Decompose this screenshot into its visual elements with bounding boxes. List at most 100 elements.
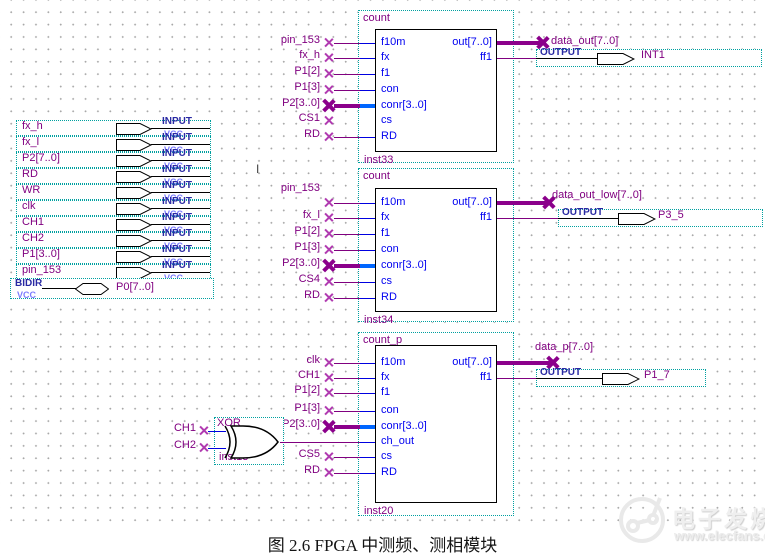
- net-label[interactable]: CH1: [173, 422, 196, 434]
- bus-net-label[interactable]: data_out_low[7..0]: [552, 189, 642, 201]
- net-label[interactable]: P1[3]: [294, 81, 320, 93]
- output-pin-symbol[interactable]: [597, 52, 636, 70]
- net-wire[interactable]: [334, 218, 360, 219]
- block-pin-stub[interactable]: [359, 411, 375, 412]
- input-pin-row[interactable]: [16, 120, 211, 136]
- net-label[interactable]: RD: [304, 128, 320, 140]
- input-pin-symbol[interactable]: [116, 250, 153, 268]
- block-pin-stub[interactable]: [359, 298, 375, 299]
- block-pin-stub[interactable]: [359, 104, 375, 108]
- block-pin-stub[interactable]: [359, 393, 375, 394]
- block-pin-stub[interactable]: [359, 473, 375, 474]
- stray-text-label[interactable]: I: [256, 162, 260, 176]
- block-pin-stub[interactable]: [359, 218, 375, 219]
- input-pin-row[interactable]: [16, 184, 211, 200]
- input-pin-row[interactable]: [16, 168, 211, 184]
- net-wire[interactable]: [334, 411, 360, 412]
- net-wire[interactable]: [334, 203, 360, 204]
- net-label[interactable]: pin_153: [280, 34, 320, 46]
- input-pin-symbol[interactable]: [116, 234, 153, 252]
- block-pin-stub[interactable]: [359, 442, 375, 443]
- net-wire[interactable]: [334, 363, 360, 364]
- block-body[interactable]: [375, 188, 497, 312]
- input-pin-wire[interactable]: [151, 128, 210, 129]
- net-wire[interactable]: [334, 137, 360, 138]
- input-pin-row[interactable]: [16, 136, 211, 152]
- net-wire[interactable]: [334, 43, 360, 44]
- input-pin-wire[interactable]: [151, 160, 210, 161]
- net-label[interactable]: clk: [306, 354, 320, 366]
- input-pin-wire[interactable]: [151, 144, 210, 145]
- net-label[interactable]: CS5: [298, 448, 320, 460]
- net-wire[interactable]: [334, 473, 360, 474]
- input-pin-wire[interactable]: [151, 176, 210, 177]
- input-pin-row[interactable]: [16, 152, 211, 168]
- input-pin-symbol[interactable]: [116, 218, 153, 236]
- block-pin-stub[interactable]: [359, 264, 375, 268]
- net-wire[interactable]: [334, 282, 360, 283]
- net-wire[interactable]: [334, 234, 360, 235]
- output-pin-symbol[interactable]: [602, 372, 641, 390]
- input-pin-wire[interactable]: [151, 272, 210, 273]
- xor-gate-icon[interactable]: [219, 423, 281, 466]
- input-pin-symbol[interactable]: [116, 186, 153, 204]
- block-pin-stub[interactable]: [359, 74, 375, 75]
- net-label[interactable]: RD: [304, 289, 320, 301]
- net-label[interactable]: P1[2]: [294, 384, 320, 396]
- input-pin-row[interactable]: [16, 232, 211, 248]
- input-pin-symbol[interactable]: [116, 154, 153, 172]
- bidir-pin-row[interactable]: [10, 278, 214, 299]
- net-wire[interactable]: [334, 457, 360, 458]
- ff1-wire[interactable]: [497, 58, 536, 59]
- net-label[interactable]: fx_l: [302, 209, 320, 221]
- input-pin-row[interactable]: [16, 200, 211, 216]
- net-label[interactable]: P1[3]: [294, 402, 320, 414]
- input-pin-row[interactable]: [16, 248, 211, 264]
- input-pin-symbol[interactable]: [116, 122, 153, 140]
- net-wire[interactable]: [334, 425, 360, 429]
- output-pin-symbol[interactable]: [618, 212, 657, 230]
- net-label[interactable]: P1[2]: [294, 65, 320, 77]
- block-pin-stub[interactable]: [359, 43, 375, 44]
- output-pin-wire[interactable]: [558, 218, 618, 219]
- input-pin-wire[interactable]: [151, 240, 210, 241]
- block-pin-stub[interactable]: [359, 137, 375, 138]
- net-wire[interactable]: [334, 90, 360, 91]
- input-pin-symbol[interactable]: [116, 138, 153, 156]
- net-label[interactable]: CH2: [173, 439, 196, 451]
- block-pin-stub[interactable]: [359, 90, 375, 91]
- output-pin-name[interactable]: P3_5: [658, 209, 684, 221]
- input-pin-symbol[interactable]: [116, 266, 153, 284]
- output-pin-wire[interactable]: [536, 58, 597, 59]
- net-wire[interactable]: [334, 298, 360, 299]
- net-wire[interactable]: [334, 250, 360, 251]
- input-pin-wire[interactable]: [151, 208, 210, 209]
- net-label[interactable]: fx_h: [299, 49, 320, 61]
- net-label[interactable]: P1[3]: [294, 241, 320, 253]
- net-wire[interactable]: [334, 264, 360, 268]
- xor-output-wire[interactable]: [280, 442, 360, 443]
- input-pin-row[interactable]: [16, 216, 211, 232]
- data-bus-wire[interactable]: [497, 361, 552, 365]
- net-label[interactable]: CS1: [298, 112, 320, 124]
- output-pin-wire[interactable]: [536, 378, 602, 379]
- block-pin-stub[interactable]: [359, 250, 375, 251]
- net-label[interactable]: pin_153: [280, 182, 320, 194]
- net-label[interactable]: P2[3..0]: [282, 418, 320, 430]
- input-pin-wire[interactable]: [151, 256, 210, 257]
- block-pin-stub[interactable]: [359, 363, 375, 364]
- net-wire[interactable]: [334, 393, 360, 394]
- net-wire[interactable]: [334, 104, 360, 108]
- ff1-wire[interactable]: [497, 218, 558, 219]
- block-pin-stub[interactable]: [359, 457, 375, 458]
- net-label[interactable]: CS4: [298, 273, 320, 285]
- data-bus-wire[interactable]: [497, 201, 548, 205]
- bidir-pin-symbol[interactable]: [74, 282, 110, 300]
- net-label[interactable]: P2[3..0]: [282, 257, 320, 269]
- block-body[interactable]: [375, 29, 497, 152]
- block-pin-stub[interactable]: [359, 378, 375, 379]
- ff1-wire[interactable]: [497, 378, 536, 379]
- xor-input-stub[interactable]: [208, 448, 226, 449]
- input-pin-wire[interactable]: [151, 224, 210, 225]
